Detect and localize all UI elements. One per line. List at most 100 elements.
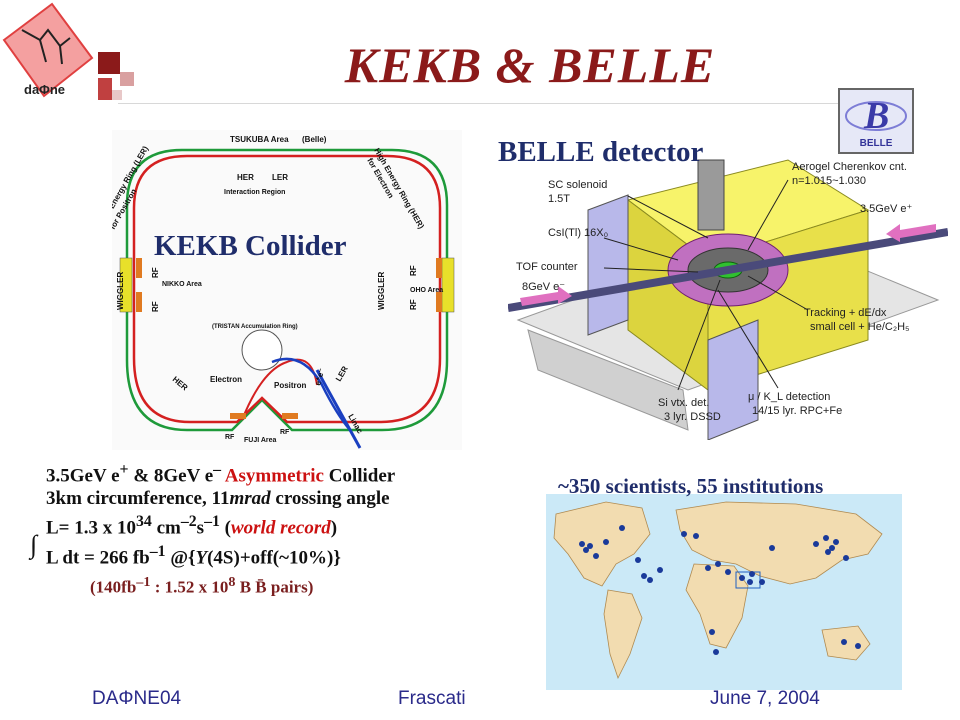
rf-right-bottom-label: RF — [409, 299, 418, 310]
linac-label: Linac — [346, 413, 365, 436]
rf-fuji-right-label: RF — [280, 429, 290, 436]
rf-right-top-label: RF — [409, 265, 418, 276]
callout-tof — [603, 267, 699, 273]
institution-dot — [647, 577, 653, 583]
belle-logo-label: BELLE — [859, 138, 893, 149]
linac-line — [315, 369, 362, 449]
wiggler-right — [441, 257, 455, 313]
institution-dot — [681, 531, 687, 537]
fact-italic: mrad — [229, 488, 271, 510]
beam-arrow-8gev — [520, 286, 572, 306]
belle-area-label: (Belle) — [302, 135, 327, 144]
rf-fuji-left-label: RF — [225, 434, 235, 441]
tsukuba-label: TSUKUBA Area — [230, 135, 289, 144]
institution-dot — [657, 567, 663, 573]
institution-dot — [587, 543, 593, 549]
fact-luminosity: L= 1.3 x 1034 cm–2s–1 (world record) — [46, 510, 526, 539]
fact-sup: 34 — [136, 513, 152, 531]
rf-left-top — [136, 258, 142, 278]
callout-si — [677, 279, 721, 391]
ee-label: e⁺e⁻ — [313, 367, 326, 386]
collaboration-size: ~350 scientists, 55 institutions — [558, 474, 824, 498]
belle-logo-letter: B — [863, 95, 889, 136]
positron-label: Positron — [274, 381, 307, 390]
africa — [685, 563, 749, 649]
wiggler-left-label: WIGGLER — [116, 272, 125, 310]
si-vtx-label: Si vtx. det. — [658, 397, 709, 409]
institution-dot — [641, 573, 647, 579]
institution-dot — [855, 643, 861, 649]
institution-dot — [829, 545, 835, 551]
decor-square — [112, 90, 122, 100]
8gev-label: 8GeV e⁻ — [522, 281, 565, 293]
world-map — [546, 494, 902, 690]
institution-dot — [823, 535, 829, 541]
dafne-logo: daΦne — [0, 0, 98, 108]
institution-dot — [619, 525, 625, 531]
nikko-area-label: NIKKO Area — [162, 281, 202, 288]
endcap-front — [707, 319, 759, 441]
institution-dot — [833, 539, 839, 545]
institution-dot — [709, 629, 715, 635]
fact-highlight: Asymmetric — [221, 465, 324, 487]
sc-solenoid — [697, 159, 725, 231]
rf-left-top-label: RF — [151, 267, 160, 278]
institution-dot — [759, 579, 765, 585]
rf-right-bottom — [436, 292, 442, 312]
note-text: (140fb — [90, 577, 137, 597]
fact-text: (4S)+off(~10%)} — [207, 546, 341, 568]
institution-dot — [739, 575, 745, 581]
south-america — [603, 589, 643, 680]
institution-dot — [747, 579, 753, 585]
tesla-label: 1.5T — [548, 193, 570, 205]
institution-dot — [603, 539, 609, 545]
institution-dot — [579, 541, 585, 547]
35gev-label: 3.5GeV e⁺ — [860, 203, 912, 215]
fact-text: 3.5GeV e — [46, 465, 120, 487]
fact-text: L= 1.3 x 10 — [46, 517, 136, 539]
institution-dot — [749, 571, 755, 577]
fact-sup: – — [213, 461, 222, 478]
rf-left-bottom-label: RF — [151, 301, 160, 312]
beam-arrow-35gev — [886, 224, 936, 242]
kekb-diagram: TSUKUBA Area (Belle) HER LER Interaction… — [98, 130, 462, 450]
institution-dot — [593, 553, 599, 559]
callout-tracking — [747, 275, 809, 311]
integral-sign: ∫ — [30, 530, 38, 559]
callout-csi — [603, 237, 679, 261]
belle-detector-diagram: Aerogel Cherenkov cnt. n=1.015~1.030 SC … — [507, 140, 949, 441]
institution-dot — [841, 639, 847, 645]
fact-circumference: 3km circumference, 11mrad crossing angle — [46, 487, 526, 510]
decor-square — [98, 52, 120, 74]
interaction-region-label: Interaction Region — [224, 189, 285, 196]
kekb-facts: 3.5GeV e+ & 8GeV e– Asymmetric Collider … — [46, 458, 526, 569]
note-text: B B̄ pairs) — [235, 577, 314, 597]
logo-text: daΦne — [24, 82, 65, 97]
institution-dot — [713, 649, 719, 655]
fact-sup: –2 — [180, 513, 197, 531]
fact-sup: –1 — [204, 513, 220, 531]
small-cell-label: small cell + He/C₂H₅ — [810, 321, 909, 333]
institution-dot — [813, 541, 819, 547]
fact-highlight: world record — [230, 517, 331, 539]
her-label-bottom: HER — [171, 375, 190, 393]
callout-mu — [717, 289, 779, 389]
wiggler-right-label: WIGGLER — [377, 272, 386, 310]
tristan-label: (TRISTAN Accumulation Ring) — [212, 324, 298, 330]
fact-text: @{ — [165, 546, 196, 568]
tof-label: TOF counter — [516, 261, 578, 273]
wiggler-left — [119, 257, 133, 313]
belle-logo-graphic: B — [845, 95, 907, 137]
note-sup: –1 — [136, 574, 151, 590]
institution-dots — [579, 525, 861, 655]
fact-text: s — [196, 517, 205, 539]
fact-energies: 3.5GeV e+ & 8GeV e– Asymmetric Collider — [46, 458, 526, 487]
rf-fuji-right — [282, 413, 298, 419]
fact-text: ) — [330, 517, 338, 539]
rpc-label: 14/15 lyr. RPC+Fe — [752, 405, 842, 417]
electron-label: Electron — [210, 375, 242, 384]
ler-label-top: LER — [272, 173, 288, 182]
her-label-top: HER — [237, 173, 254, 182]
ler-ring — [125, 148, 449, 432]
fact-italic: Υ — [195, 546, 208, 568]
